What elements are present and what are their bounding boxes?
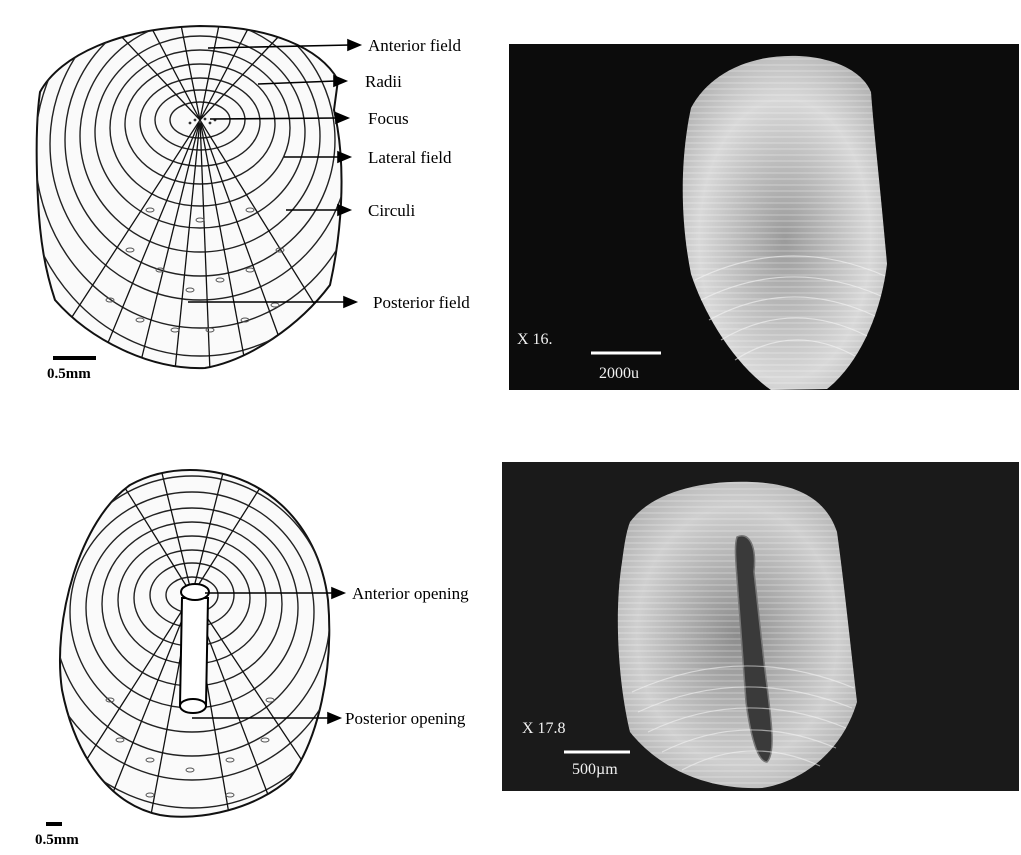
label-radii: Radii xyxy=(365,72,402,92)
top-sem-scale-image xyxy=(509,44,1019,390)
top-sem-scale-label: 2000u xyxy=(599,365,639,383)
label-focus: Focus xyxy=(368,109,409,129)
bottom-sem-magnification: X 17.8 xyxy=(522,720,566,738)
label-posterior-field: Posterior field xyxy=(373,293,470,313)
bottom-sem-micrograph: X 17.8 500µm xyxy=(502,462,1019,791)
label-posterior-opening: Posterior opening xyxy=(345,709,465,729)
label-lateral-field: Lateral field xyxy=(368,148,452,168)
label-anterior-opening: Anterior opening xyxy=(352,584,469,604)
bottom-sem-scale-image xyxy=(502,462,1019,791)
bottom-scale-bar-label: 0.5mm xyxy=(35,832,79,849)
canal-tube xyxy=(180,584,209,713)
top-scale-outline xyxy=(37,26,342,368)
top-sem-magnification: X 16. xyxy=(517,331,553,349)
bottom-sem-scale-label: 500µm xyxy=(572,761,618,779)
label-circuli: Circuli xyxy=(368,201,415,221)
top-sem-micrograph: X 16. 2000u xyxy=(509,44,1019,390)
top-scale-bar-label: 0.5mm xyxy=(47,366,91,383)
label-anterior-field: Anterior field xyxy=(368,36,461,56)
